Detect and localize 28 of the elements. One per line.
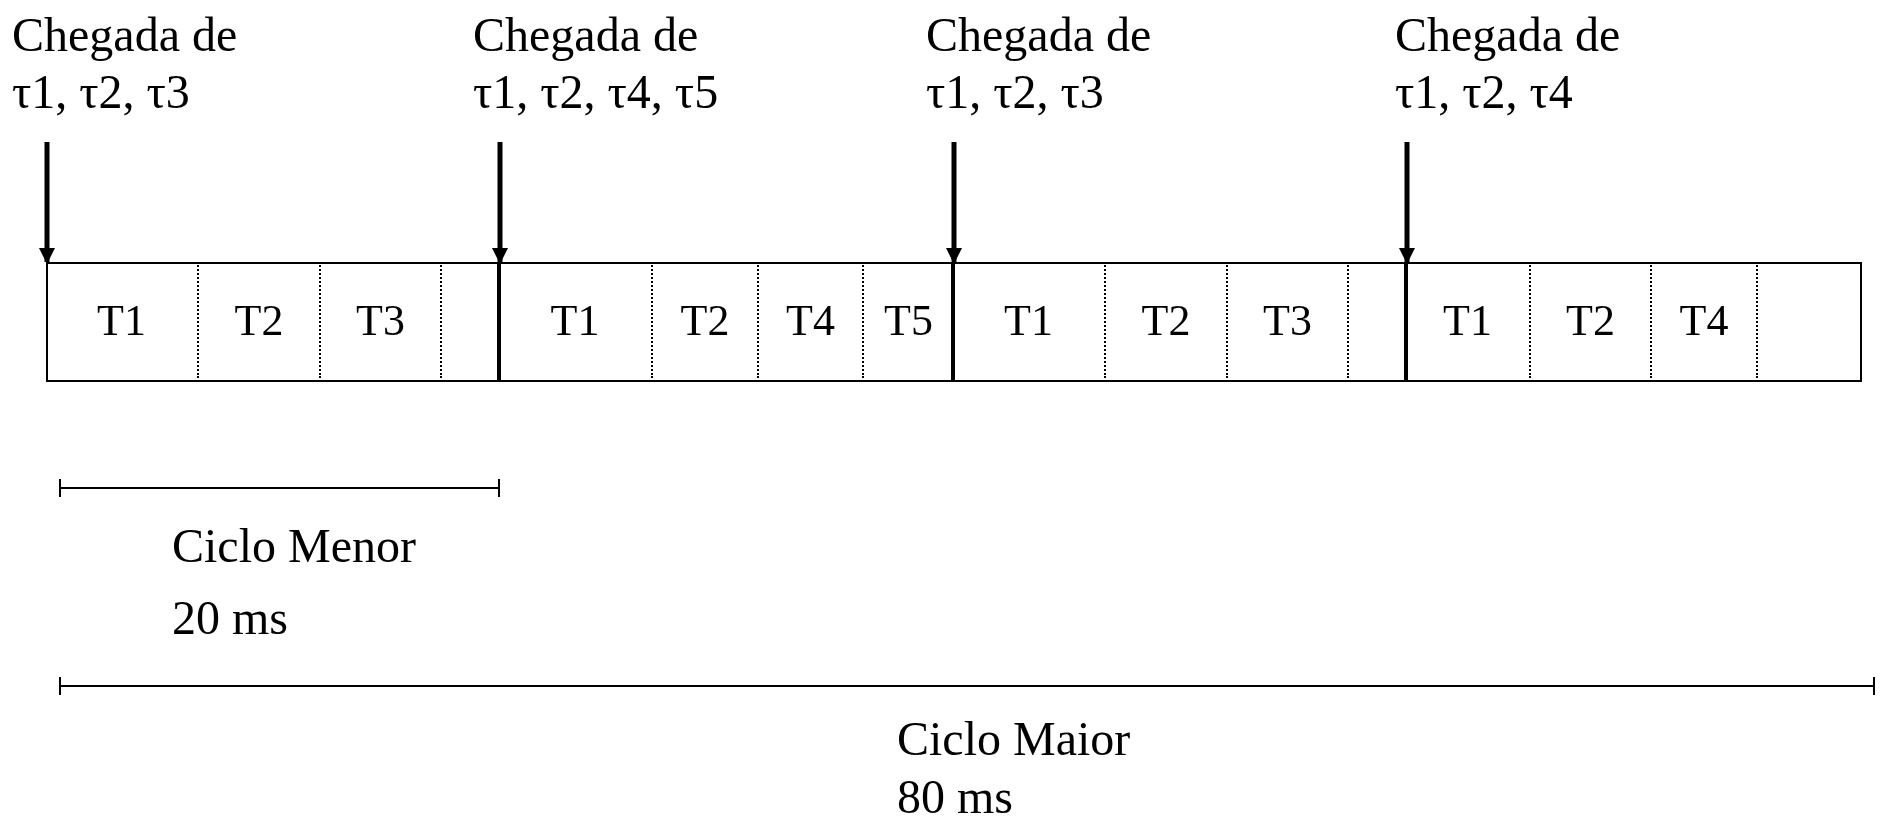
task-slot: T2 <box>1529 262 1650 378</box>
task-slot: T4 <box>1650 262 1756 378</box>
task-slot: T1 <box>499 262 651 378</box>
task-slot: T1 <box>46 262 197 378</box>
arrival-note: Chegada de τ1, τ2, τ4 <box>1395 6 1665 120</box>
task-slot: T4 <box>757 262 862 378</box>
arrow <box>946 142 962 264</box>
dimension-label: Ciclo Maior <box>897 712 1131 765</box>
task-slot: T3 <box>1226 262 1347 378</box>
dimension-label: Ciclo Menor <box>172 519 416 572</box>
minor-cycle-frame <box>499 262 953 382</box>
task-slot: T3 <box>319 262 440 378</box>
arrival-note: Chegada de τ1, τ2, τ4, τ5 <box>473 6 743 120</box>
arrival-note: Chegada de τ1, τ2, τ3 <box>926 6 1196 120</box>
minor-cycle-frame <box>953 262 1406 382</box>
arrow <box>492 142 508 264</box>
dimension-label: 20 ms <box>172 591 288 644</box>
task-slot: T2 <box>651 262 757 378</box>
arrow <box>1399 142 1415 264</box>
minor-cycle-frame <box>46 262 499 382</box>
task-slot: T2 <box>197 262 319 378</box>
task-slot: T1 <box>1406 262 1529 378</box>
task-slot: T1 <box>953 262 1104 378</box>
arrow <box>39 142 55 264</box>
dimension-label: 80 ms <box>897 770 1013 823</box>
task-slot: T2 <box>1104 262 1226 378</box>
minor-cycle-frame <box>1406 262 1862 382</box>
arrival-note: Chegada de τ1, τ2, τ3 <box>12 6 282 120</box>
